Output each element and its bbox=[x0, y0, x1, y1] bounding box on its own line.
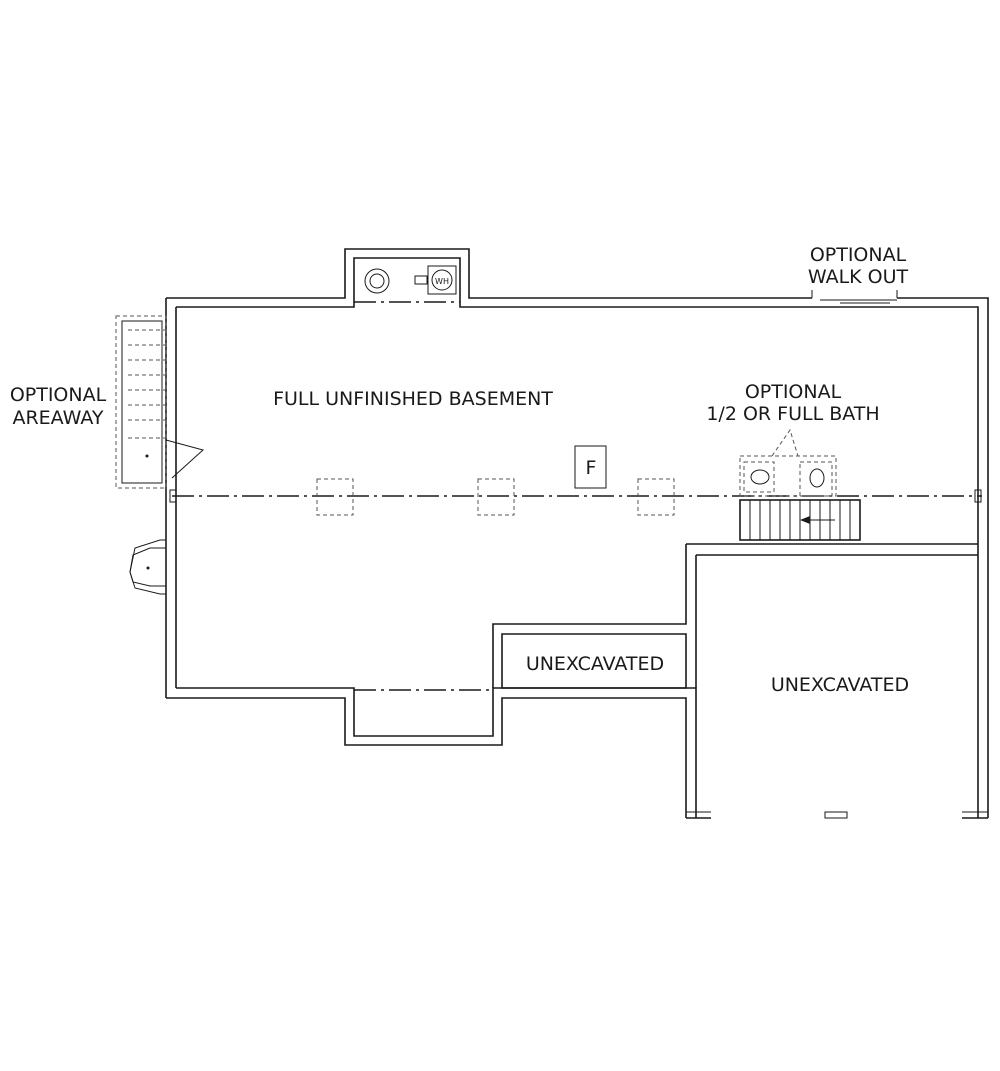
furnace-label: F bbox=[586, 457, 597, 479]
mechanical-bumpout bbox=[354, 265, 460, 303]
optional-bath-label-line1: OPTIONAL bbox=[745, 381, 842, 403]
furnace bbox=[574, 445, 607, 489]
water-heater-label: WH bbox=[435, 277, 449, 286]
full-unfinished-basement-label: FULL UNFINISHED BASEMENT bbox=[273, 388, 553, 410]
optional-areaway-label-line1: OPTIONAL bbox=[10, 384, 107, 406]
exterior-bulkhead bbox=[129, 539, 166, 595]
optional-walk-out-label-line2: WALK OUT bbox=[808, 266, 909, 288]
main-beam bbox=[169, 478, 982, 516]
optional-bath-label-line2: 1/2 OR FULL BATH bbox=[706, 403, 879, 425]
optional-bath bbox=[739, 428, 837, 497]
areaway-stairs bbox=[115, 315, 205, 489]
foundation-walls bbox=[165, 248, 989, 819]
basement-stairs bbox=[739, 499, 861, 541]
unexcavated-small-label: UNEXCAVATED bbox=[526, 653, 664, 675]
optional-areaway-label-line2: AREAWAY bbox=[12, 407, 103, 429]
walk-out-opening bbox=[811, 290, 898, 304]
optional-walk-out-label-line1: OPTIONAL bbox=[810, 244, 907, 266]
unexcavated-large-label: UNEXCAVATED bbox=[771, 674, 909, 696]
unexcavated-walls bbox=[492, 543, 978, 689]
